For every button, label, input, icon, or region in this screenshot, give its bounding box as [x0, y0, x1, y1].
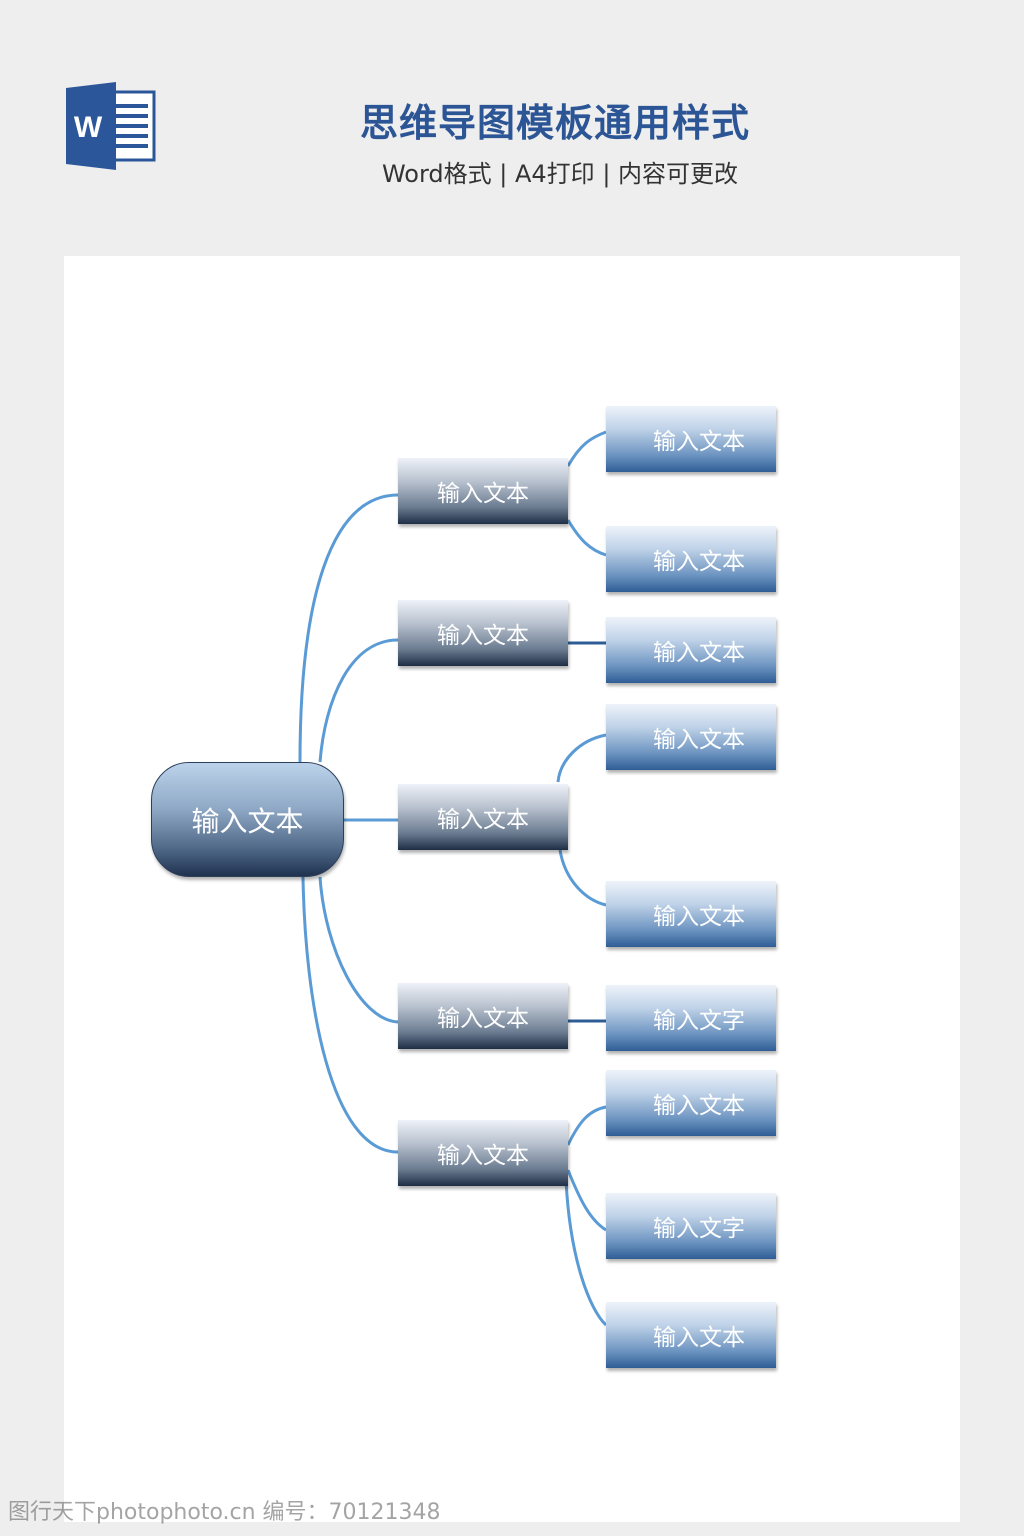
leaf-node[interactable]: 输入文字: [606, 985, 776, 1051]
connector: [566, 1169, 607, 1232]
word-logo-icon: W: [66, 82, 156, 170]
connector: [556, 733, 607, 783]
leaf-node[interactable]: 输入文字: [606, 1193, 776, 1259]
connector: [564, 1179, 608, 1327]
branch-node[interactable]: 输入文本: [398, 983, 568, 1049]
leaf-node[interactable]: 输入文本: [606, 406, 776, 472]
leaf-node[interactable]: 输入文本: [606, 617, 776, 683]
connector: [301, 876, 399, 1154]
page-subtitle: Word格式 | A4打印 | 内容可更改: [381, 160, 739, 188]
connector: [318, 876, 399, 1024]
leaf-node[interactable]: 输入文本: [606, 526, 776, 592]
leaf-node[interactable]: 输入文本: [606, 1302, 776, 1368]
connector: [558, 849, 607, 907]
root-node[interactable]: 输入文本: [151, 762, 344, 877]
page-title: 思维导图模板通用样式: [359, 101, 750, 145]
leaf-node[interactable]: 输入文本: [606, 1070, 776, 1136]
connector: [566, 1105, 607, 1146]
branch-node[interactable]: 输入文本: [398, 784, 568, 850]
watermark: 图行天下photophoto.cn 编号：70121348: [8, 1500, 441, 1525]
branch-node[interactable]: 输入文本: [398, 600, 568, 666]
connector: [566, 430, 607, 467]
leaf-node[interactable]: 输入文本: [606, 704, 776, 770]
branch-node[interactable]: 输入文本: [398, 458, 568, 524]
svg-text:W: W: [74, 111, 103, 144]
branch-node[interactable]: 输入文本: [398, 1120, 568, 1186]
connector: [318, 638, 399, 763]
connector: [298, 493, 399, 763]
leaf-node[interactable]: 输入文本: [606, 881, 776, 947]
connector: [566, 519, 607, 557]
